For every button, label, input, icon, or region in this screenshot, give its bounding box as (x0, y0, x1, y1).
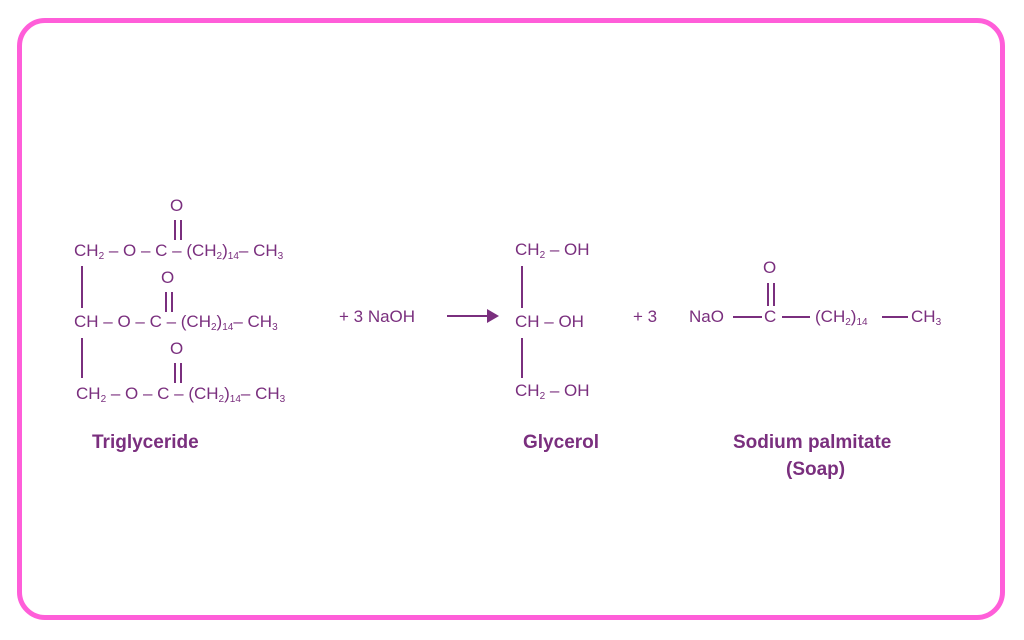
triglyceride-row-3: CH2 – O – C – (CH2)14– CH3 (76, 384, 286, 405)
triglyceride-carbonyl-o-1: O (170, 196, 184, 215)
reagent-naoh: + 3 NaOH (339, 307, 416, 326)
triglyceride-carbonyl-o-2: O (161, 268, 175, 287)
glycerol-label: Glycerol (523, 432, 600, 453)
soap-label-line-2: (Soap) (786, 459, 846, 480)
soap-label-line-1: Sodium palmitate (733, 432, 892, 453)
reaction-arrow-head (487, 309, 499, 323)
soap-methyl: CH3 (911, 307, 942, 328)
soap-carbonyl-o: O (763, 258, 777, 277)
diagram-frame (17, 18, 1005, 620)
glycerol-row-2: CH – OH (515, 312, 584, 331)
triglyceride-carbonyl-o-3: O (170, 339, 184, 358)
plus-three: + 3 (633, 307, 658, 326)
soap-chain: (CH2)14 (815, 307, 868, 328)
glycerol-row-1: CH2 – OH (515, 240, 590, 261)
triglyceride-row-2: CH – O – C – (CH2)14– CH3 (74, 312, 278, 333)
triglyceride-row-1: CH2 – O – C – (CH2)14– CH3 (74, 241, 284, 262)
soap-carbon: C (764, 307, 777, 326)
soap-nao: NaO (689, 307, 724, 326)
glycerol-row-3: CH2 – OH (515, 381, 590, 402)
triglyceride-label: Triglyceride (92, 432, 199, 453)
